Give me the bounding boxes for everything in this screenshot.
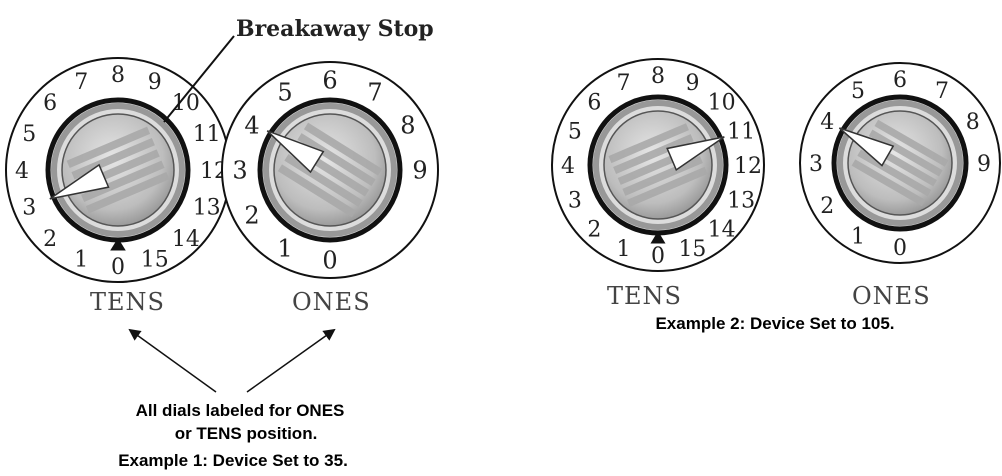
e1-tens-number: 6	[43, 91, 57, 116]
e2-tens-number: 3	[568, 188, 582, 213]
breakaway-leader-line	[163, 35, 235, 123]
e1-tens-number: 11	[193, 122, 221, 147]
e2-ones-number: 4	[820, 110, 834, 135]
e1-ones-number: 0	[322, 247, 337, 275]
e1-ones-number: 5	[277, 79, 292, 107]
e2-ones-number: 3	[809, 152, 823, 177]
e1-ones-number: 3	[232, 157, 247, 185]
example1-ones-label: ONES	[292, 288, 371, 316]
e2-ones-number: 7	[935, 79, 949, 104]
e1-tens-number: 5	[22, 122, 36, 147]
e1-tens-number: 0	[111, 255, 125, 280]
e1-tens-number: 4	[15, 159, 29, 184]
e2-tens-number: 15	[678, 237, 706, 262]
e1-tens-number: 15	[141, 248, 169, 273]
e1-ones-number: 2	[244, 202, 259, 230]
e2-ones-number: 1	[851, 225, 865, 250]
e2-tens-number: 1	[617, 237, 631, 262]
e1-tens-collar-shade	[51, 103, 185, 237]
e2-tens-number: 2	[587, 218, 601, 243]
e2-tens-number: 0	[651, 244, 665, 269]
e2-tens-pointer-arrow	[666, 136, 725, 172]
e2-tens-number: 13	[727, 188, 755, 213]
e2-ones-number: 0	[893, 236, 907, 261]
e1-ones-number: 6	[322, 67, 337, 95]
note-line-1: All dials labeled for ONES	[136, 401, 345, 420]
e1-ones-pointer-arrow	[266, 130, 325, 174]
e1-tens-number: 13	[193, 196, 221, 221]
e2-tens-breakaway-stop	[650, 231, 666, 244]
e1-tens-breakaway-stop	[110, 238, 126, 251]
e2-tens-number: 12	[734, 154, 762, 179]
e1-ones-number: 9	[412, 157, 427, 185]
e2-tens-number: 7	[617, 71, 631, 96]
e2-ones-number: 5	[851, 79, 865, 104]
e2-ones-number: 2	[820, 194, 834, 219]
e1-ones-number: 8	[400, 112, 415, 140]
e1-tens-number: 1	[74, 248, 88, 273]
e2-ones-number: 8	[966, 110, 980, 135]
e2-ones-number: 9	[977, 152, 991, 177]
e2-tens-number: 11	[727, 119, 755, 144]
note-line-2: or TENS position.	[175, 424, 318, 443]
e2-ones-pointer-arrow	[838, 127, 895, 167]
arrow-to-ones	[246, 328, 336, 393]
breakaway-stop-label: Breakaway Stop	[236, 16, 434, 42]
e2-tens-number: 8	[651, 64, 665, 89]
e1-tens-number: 9	[148, 70, 162, 95]
example2-tens-label: TENS	[607, 282, 682, 310]
e1-tens-number: 7	[74, 70, 88, 95]
e2-ones-collar-shade	[837, 100, 963, 226]
e1-ones-number: 4	[244, 112, 259, 140]
example2-ones-dial: 0 12 3 45 6 78 9	[799, 62, 1001, 264]
e2-tens-number: 4	[561, 154, 575, 179]
e1-ones-number: 1	[277, 235, 292, 263]
e1-tens-number: 2	[43, 227, 57, 252]
example1-tens-label: TENS	[90, 288, 165, 316]
e2-tens-collar-shade	[593, 100, 723, 230]
example1-caption: Example 1: Device Set to 35.	[118, 451, 348, 470]
e1-tens-number: 3	[22, 196, 36, 221]
e1-tens-pointer-arrow	[49, 163, 110, 200]
e2-tens-number: 9	[685, 71, 699, 96]
example2-caption: Example 2: Device Set to 105.	[655, 314, 894, 333]
example2-ones-label: ONES	[852, 282, 931, 310]
e1-tens-number: 14	[172, 227, 200, 252]
e2-tens-number: 14	[708, 218, 736, 243]
e1-ones-collar-shade	[263, 103, 397, 237]
e2-tens-number: 5	[568, 119, 582, 144]
arrow-to-tens	[128, 328, 217, 393]
e2-ones-number: 6	[893, 68, 907, 93]
e2-tens-number: 10	[708, 90, 736, 115]
example1-ones-dial: 0 12 3 45 6 78 9	[221, 61, 439, 279]
e1-ones-number: 7	[367, 79, 382, 107]
e2-tens-number: 6	[587, 90, 601, 115]
e1-tens-number: 8	[111, 63, 125, 88]
